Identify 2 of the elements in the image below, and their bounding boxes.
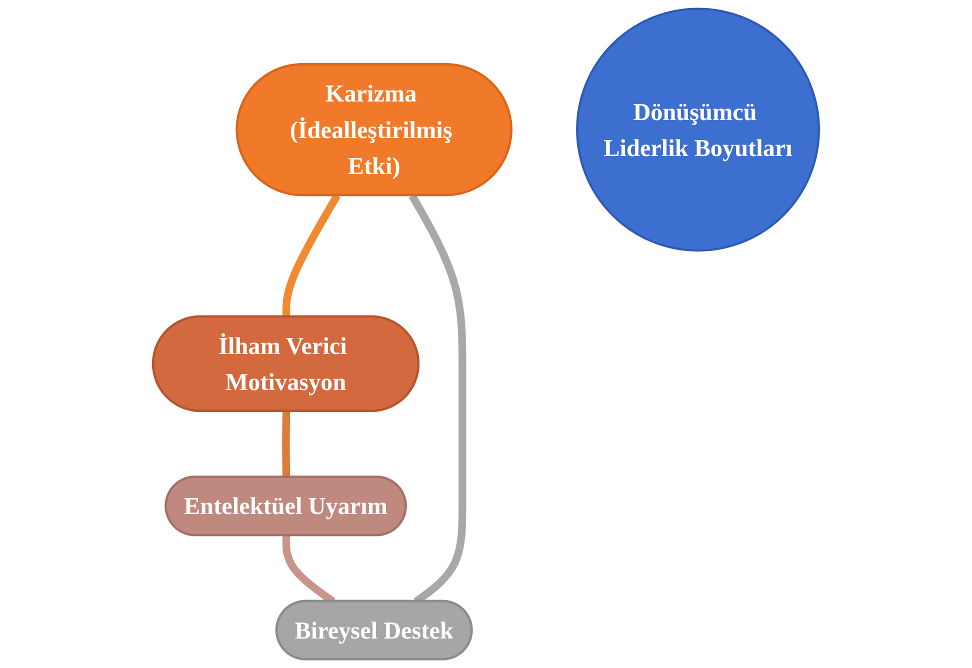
node-circle: Dönüşümcü Liderlik Boyutları — [576, 8, 820, 252]
connector — [282, 411, 290, 478]
